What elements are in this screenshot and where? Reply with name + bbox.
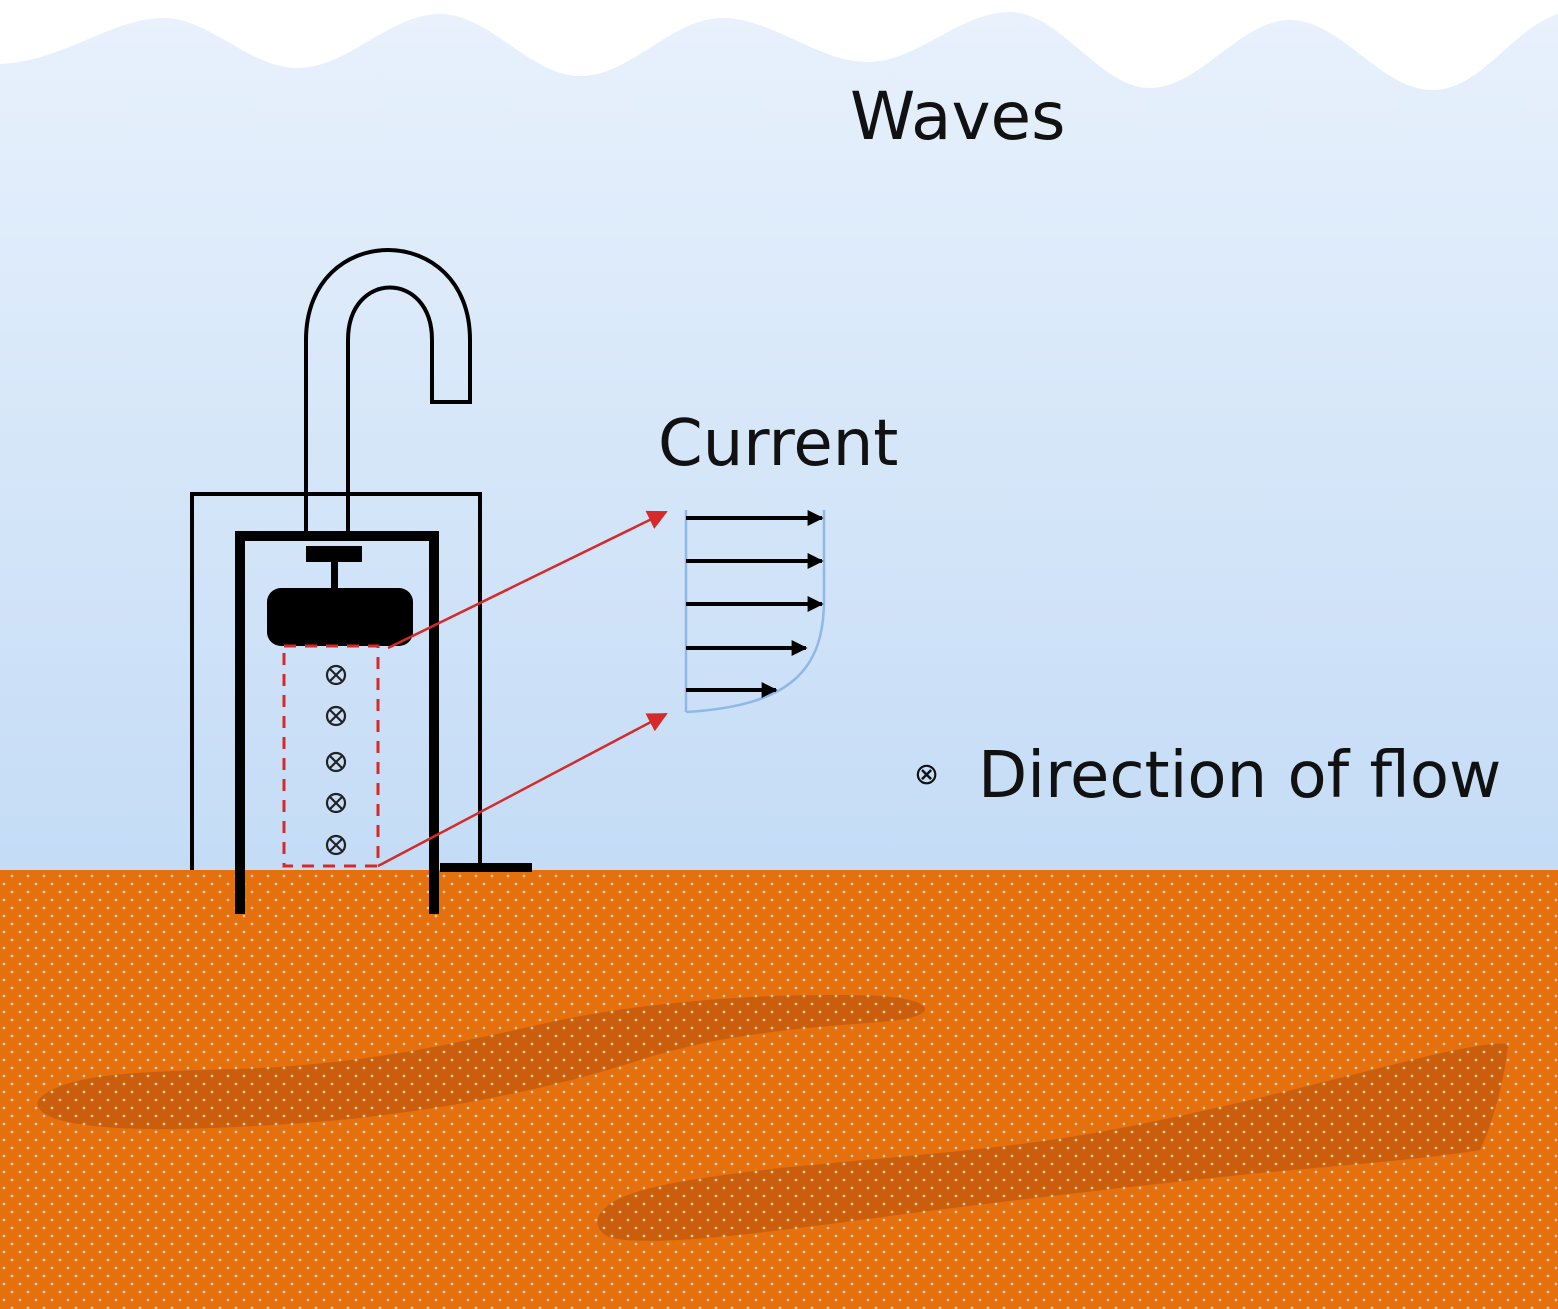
circled-x-icon [325, 705, 347, 727]
profile-arrows [686, 510, 824, 698]
circled-x-icon [325, 792, 347, 814]
outer-frame [190, 492, 482, 870]
sensor-mount [306, 546, 362, 562]
connector-arrow-bottom [377, 712, 668, 868]
circled-x-icon [325, 751, 347, 773]
sand-texture [0, 870, 1558, 1309]
connector-arrow-top [387, 510, 668, 650]
circled-x-icon [325, 664, 347, 686]
legend-flow-icon: ⊗ [914, 757, 940, 792]
cable-hook [304, 248, 472, 536]
sensor-stem [331, 560, 338, 590]
legend-text: Direction of flow [978, 739, 1502, 813]
circled-x-icon [325, 834, 347, 856]
frame-foot [440, 863, 532, 872]
sensor-head [267, 588, 413, 646]
current-label: Current [658, 407, 899, 481]
water-body [0, 12, 1558, 872]
profile-curve [685, 510, 826, 714]
flow-markers [325, 664, 347, 856]
inner-frame [235, 531, 439, 914]
sample-volume [282, 644, 380, 868]
waves-label: Waves [850, 78, 1066, 155]
